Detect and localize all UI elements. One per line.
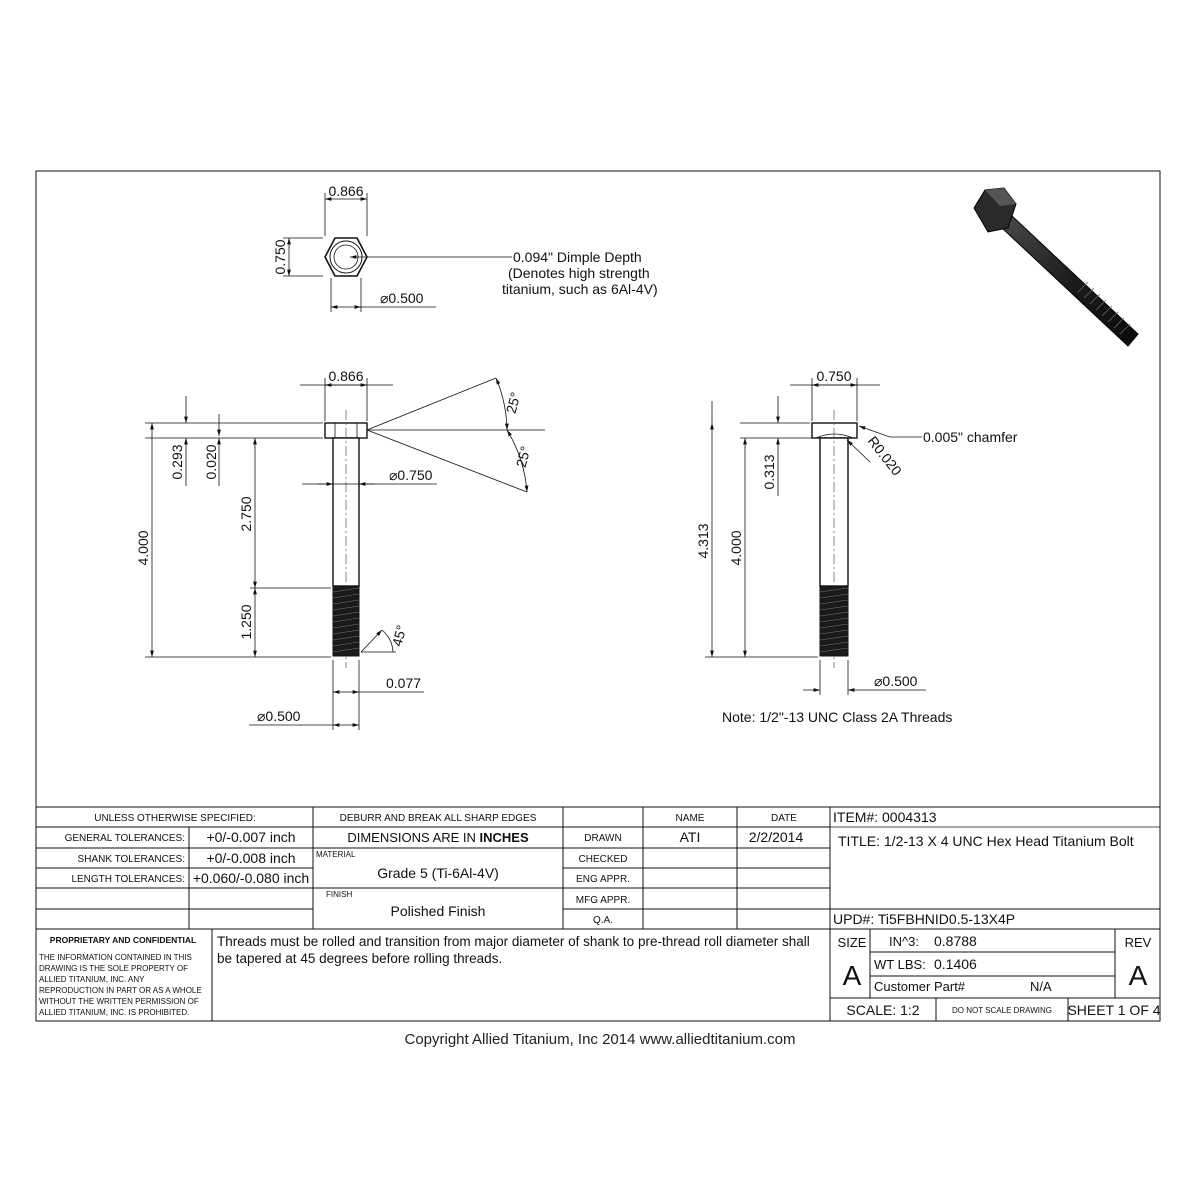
size-value: A [843, 960, 862, 991]
len-tol-value: +0.060/-0.080 inch [193, 870, 309, 886]
dimple-callout-line-3: titanium, such as 6Al-4V) [502, 281, 658, 297]
dimensions-prefix: DIMENSIONS ARE IN [347, 830, 479, 845]
proprietary-line-4: REPRODUCTION IN PART OR AS A WHOLE [39, 986, 202, 995]
top-view: 0.866 0.750 0.094" Dimple Depth (Denotes… [272, 183, 658, 312]
name-header: NAME [676, 813, 705, 824]
date-header: DATE [771, 813, 797, 824]
proprietary-line-6: ALLIED TITANIUM, INC. IS PROHIBITED. [39, 1008, 189, 1017]
front-thread-hatch [332, 587, 360, 653]
front-thread [332, 585, 360, 657]
front-view: 0.866 25° 25° 0.293 0.020 ⌀0.750 4.000 2… [135, 368, 545, 730]
top-height-dim: 0.750 [272, 239, 288, 274]
len-tol-label: LENGTH TOLERANCES: [71, 874, 185, 885]
rev-label: REV [1125, 935, 1152, 950]
checked-label: CHECKED [579, 854, 628, 865]
front-washer-dim: 0.020 [203, 444, 219, 479]
gen-tol-value: +0/-0.007 inch [206, 829, 295, 845]
side-thread-hatch [819, 587, 849, 653]
drawn-label: DRAWN [584, 833, 621, 844]
finish-value: Polished Finish [391, 903, 486, 919]
drawing-title: TITLE: 1/2-13 X 4 UNC Hex Head Titanium … [838, 833, 1134, 849]
thread-rolling-note-1: Threads must be rolled and transition fr… [217, 934, 810, 949]
bolt-3d-render [973, 187, 1139, 347]
proprietary-line-3: ALLIED TITANIUM, INC. ANY [39, 975, 145, 984]
front-shank-dim: 2.750 [238, 496, 254, 531]
finish-label: FINISH [326, 890, 352, 899]
unless-specified: UNLESS OTHERWISE SPECIFIED: [94, 813, 256, 824]
weight-label: WT LBS: [874, 957, 926, 972]
side-thread [819, 585, 849, 657]
side-thread-note: Note: 1/2"-13 UNC Class 2A Threads [722, 709, 952, 725]
dimple-callout-line-1: 0.094" Dimple Depth [513, 249, 642, 265]
proprietary-title: PROPRIETARY AND CONFIDENTIAL [50, 935, 196, 945]
front-head-width-dim: 0.866 [328, 368, 363, 384]
dimple-callout-line-2: (Denotes high strength [508, 265, 650, 281]
front-head-height-dim: 0.293 [169, 444, 185, 479]
material-label: MATERIAL [316, 850, 356, 859]
customer-part-value: N/A [1030, 979, 1052, 994]
proprietary-line-2: DRAWING IS THE SOLE PROPERTY OF [39, 964, 188, 973]
title-block: UNLESS OTHERWISE SPECIFIED: GENERAL TOLE… [36, 806, 1161, 1021]
weight-value: 0.1406 [934, 956, 977, 972]
proprietary-line-1: THE INFORMATION CONTAINED IN THIS [39, 953, 192, 962]
sheet-border [35, 170, 1161, 1022]
front-shank-dia: ⌀0.500 [257, 708, 301, 724]
top-dimple-dia: ⌀0.500 [380, 290, 424, 306]
eng-appr-label: ENG APPR. [576, 874, 630, 885]
dimensions-note: DIMENSIONS ARE IN INCHES [347, 830, 529, 845]
gen-tol-label: GENERAL TOLERANCES: [65, 833, 185, 844]
side-head-width-dim: 0.750 [816, 368, 851, 384]
side-total-dim: 4.313 [695, 523, 711, 558]
side-head [811, 422, 858, 439]
shank-tol-label: SHANK TOLERANCES: [78, 854, 185, 865]
front-angle-bottom: 25° [513, 444, 534, 469]
size-label: SIZE [838, 935, 867, 950]
copyright-footer: Copyright Allied Titanium, Inc 2014 www.… [404, 1031, 796, 1048]
mfg-appr-label: MFG APPR. [576, 895, 630, 906]
customer-part-label: Customer Part# [874, 979, 966, 994]
side-head-height-dim: 0.313 [761, 454, 777, 489]
front-thread-angle: 45° [389, 623, 410, 648]
side-radius-callout: R0.020 [865, 433, 906, 479]
front-overall-dim: 4.000 [135, 530, 151, 565]
thread-rolling-note-2: be tapered at 45 degrees before rolling … [217, 951, 502, 966]
side-length-dim: 4.000 [728, 530, 744, 565]
volume-label: IN^3: [889, 934, 919, 949]
drawn-name: ATI [680, 829, 701, 845]
side-chamfer-callout: 0.005" chamfer [923, 429, 1018, 445]
rev-value: A [1129, 960, 1148, 991]
item-number: ITEM#: 0004313 [833, 809, 937, 825]
qa-label: Q.A. [593, 915, 613, 926]
side-view: 0.750 0.005" chamfer R0.020 0.313 4.313 … [695, 368, 1018, 725]
drawn-date: 2/2/2014 [749, 829, 804, 845]
front-thread-dim: 1.250 [238, 604, 254, 639]
top-width-dim: 0.866 [328, 183, 363, 199]
proprietary-line-5: WITHOUT THE WRITTEN PERMISSION OF [39, 997, 199, 1006]
shank-tol-value: +0/-0.008 inch [206, 850, 295, 866]
sheet-number: SHEET 1 OF 4 [1067, 1002, 1160, 1018]
scale-text: SCALE: 1:2 [846, 1002, 919, 1018]
volume-value: 0.8788 [934, 933, 977, 949]
side-dia-dim: ⌀0.500 [874, 673, 918, 689]
deburr-note: DEBURR AND BREAK ALL SHARP EDGES [340, 813, 537, 824]
upd-number: UPD#: Ti5FBHNID0.5-13X4P [833, 911, 1015, 927]
material-value: Grade 5 (Ti-6Al-4V) [377, 865, 499, 881]
front-angle-top: 25° [503, 390, 524, 415]
front-washer-dia: ⌀0.750 [389, 467, 433, 483]
front-tip-dim: 0.077 [386, 675, 421, 691]
dimensions-unit: INCHES [480, 830, 529, 845]
do-not-scale-text: DO NOT SCALE DRAWING [952, 1006, 1052, 1015]
